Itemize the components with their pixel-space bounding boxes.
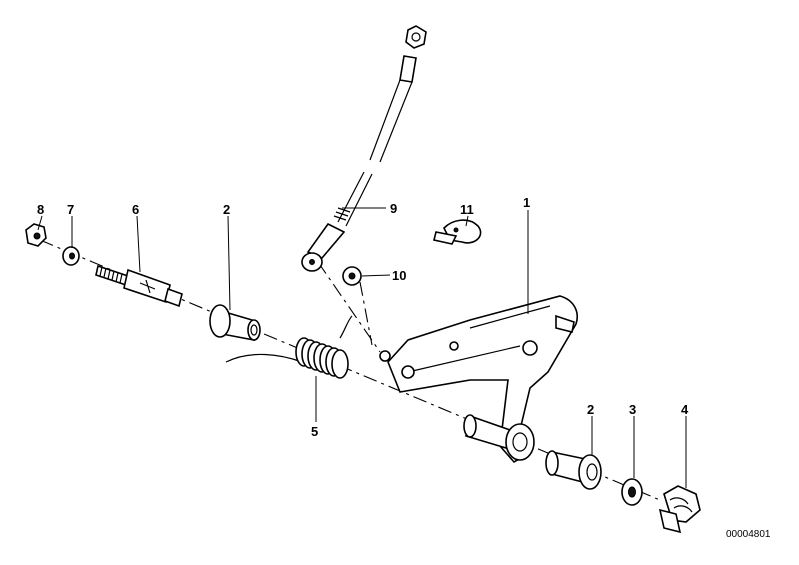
part-11-clip[interactable] xyxy=(433,219,482,245)
part-2-bushing-right[interactable] xyxy=(545,450,602,490)
part-5-torsion-spring[interactable] xyxy=(225,315,353,379)
part-8-nut[interactable] xyxy=(25,223,47,247)
part-6-shaft-bolt[interactable] xyxy=(95,264,183,308)
callout-7: 7 xyxy=(67,202,74,217)
callout-3: 3 xyxy=(629,402,636,417)
part-7-washer[interactable] xyxy=(62,246,80,266)
part-1-lever-bracket[interactable] xyxy=(379,295,578,464)
callout-4: 4 xyxy=(681,402,689,417)
part-10-washer[interactable] xyxy=(342,266,362,286)
callout-9: 9 xyxy=(390,201,397,216)
axis-link-rod-to-lever xyxy=(317,261,381,353)
callout-10: 10 xyxy=(392,268,406,283)
leader-lines xyxy=(37,207,687,488)
callout-8: 8 xyxy=(37,202,44,217)
callout-5: 5 xyxy=(311,424,318,439)
callout-2-left: 2 xyxy=(223,202,230,217)
callout-2-right: 2 xyxy=(587,402,594,417)
part-2-bushing-left[interactable] xyxy=(209,304,261,341)
callout-11: 11 xyxy=(460,202,474,217)
callout-1: 1 xyxy=(523,195,530,210)
axis-washer-to-lever xyxy=(359,281,373,346)
callout-6: 6 xyxy=(132,202,139,217)
part-4-spring-clip[interactable] xyxy=(658,485,701,534)
part-3-washer[interactable] xyxy=(621,478,643,506)
drawing-reference-number: 00004801 xyxy=(726,529,771,540)
part-9-link-rod[interactable] xyxy=(301,25,427,272)
